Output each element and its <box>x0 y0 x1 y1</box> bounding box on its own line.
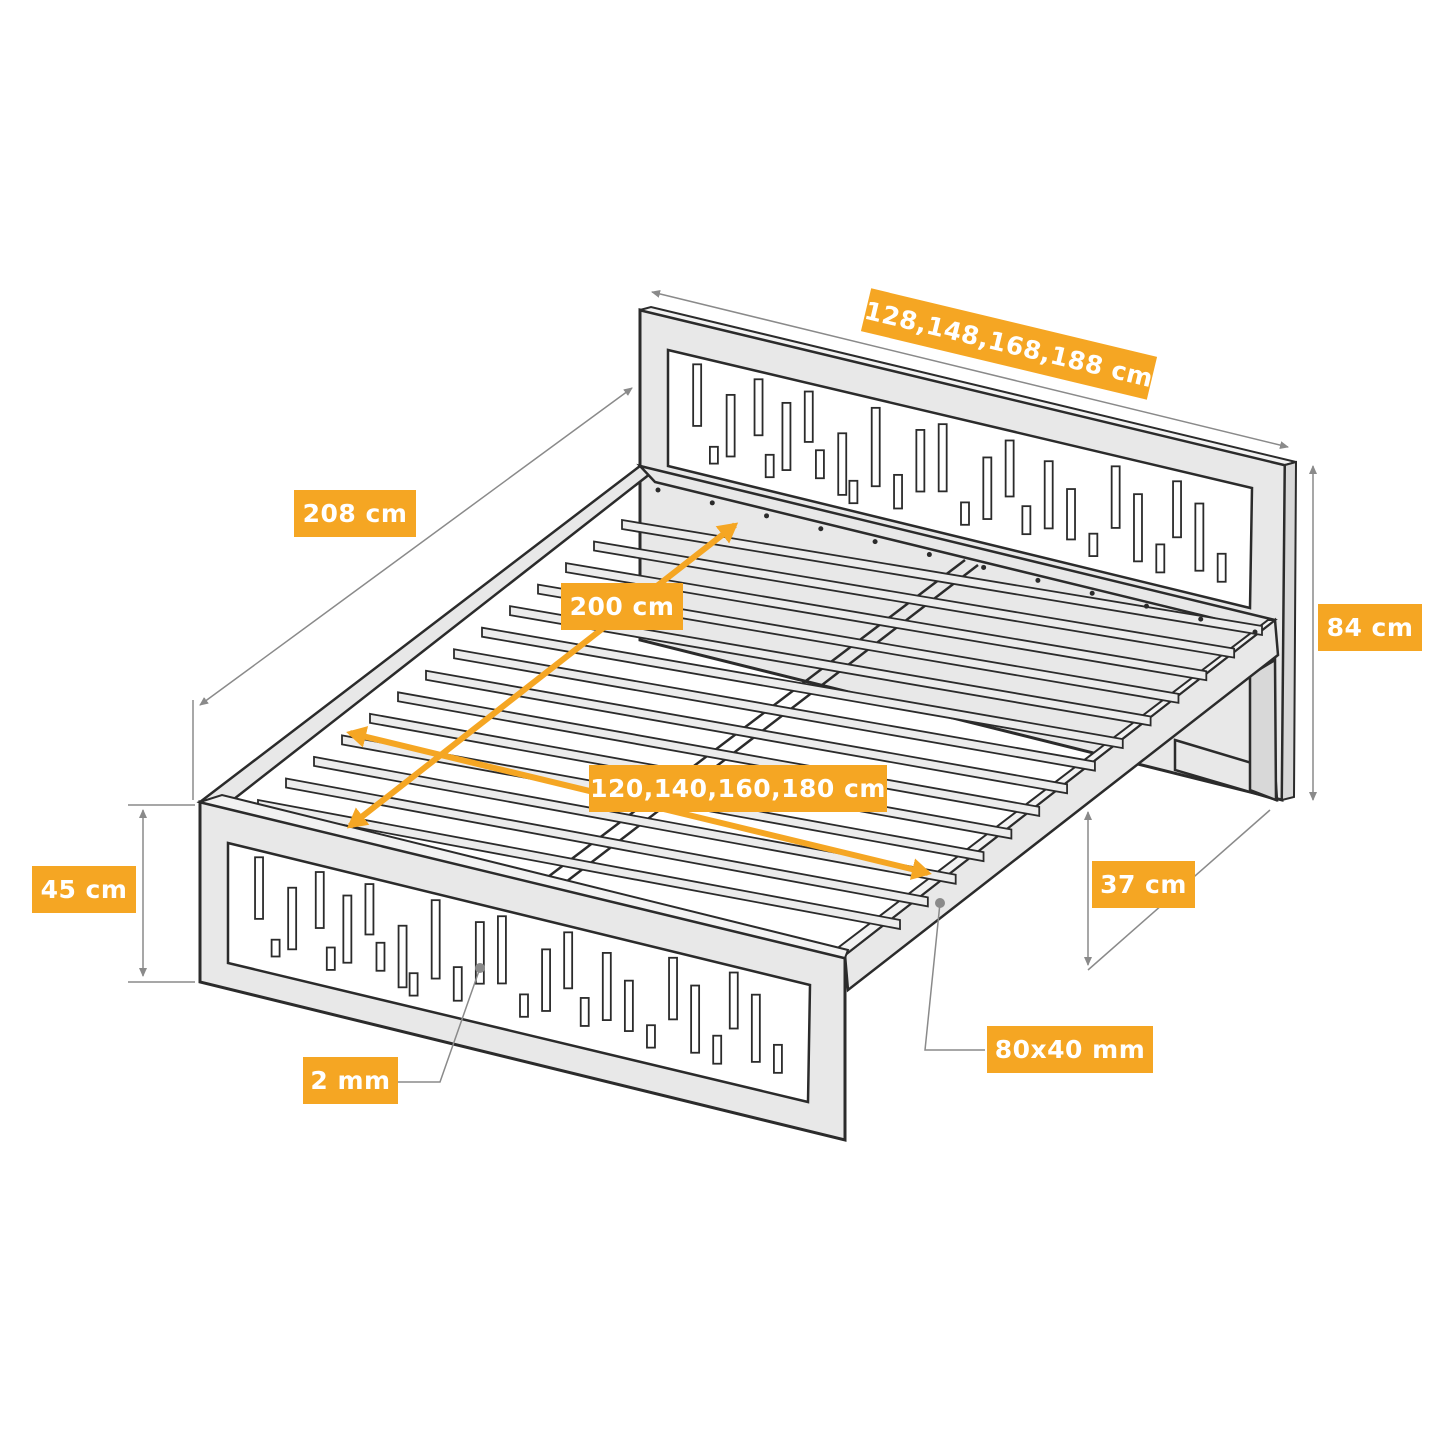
cutout-slot <box>325 946 336 971</box>
cutout-slot <box>837 432 848 496</box>
cutout-slot <box>728 971 739 1030</box>
rail-hole <box>1252 629 1258 635</box>
cutout-slot <box>623 979 634 1032</box>
cutout-slot <box>725 393 736 458</box>
total-length-label: 208 cm <box>294 490 416 537</box>
cutout-slot <box>541 948 551 1012</box>
cutout-slot <box>287 886 298 951</box>
cutout-slot <box>982 456 993 520</box>
cutout-slot <box>563 931 574 990</box>
cutout-slot <box>1043 460 1054 530</box>
cutout-slot <box>764 453 775 479</box>
right-support <box>1173 657 1279 802</box>
headboard-side-edge <box>1280 460 1298 802</box>
cutout-slot <box>937 423 948 493</box>
cutout-slot <box>497 915 507 985</box>
cutout-slot <box>915 429 926 493</box>
cutout-slot <box>848 479 859 505</box>
rail-hole <box>1035 577 1041 583</box>
cutout-slot <box>342 894 353 964</box>
inner-width-label: 120,140,160,180 cm <box>589 765 887 812</box>
cutout-slot <box>750 993 761 1063</box>
rail-hole <box>764 513 770 519</box>
clearance-height-label: 37 cm <box>1092 861 1195 908</box>
cutout-slot <box>1004 439 1015 498</box>
sheet-thickness-label: 2 mm <box>303 1057 398 1104</box>
profile-size-dot <box>935 898 945 908</box>
cutout-slot <box>397 924 408 989</box>
cutout-slot <box>753 378 764 437</box>
rail-holes <box>655 487 1258 635</box>
cutout-slot <box>1021 505 1032 536</box>
cutout-slot <box>1066 488 1076 541</box>
rail-hole <box>1198 616 1204 622</box>
cutout-slot <box>601 952 612 1022</box>
rail-hole <box>981 564 987 570</box>
rail-hole <box>1089 590 1095 596</box>
cutout-slot <box>375 941 386 972</box>
cutout-slot <box>1133 493 1143 563</box>
rail-hole <box>926 552 932 558</box>
cutout-slot <box>1194 502 1205 572</box>
cutout-slot <box>646 1024 656 1049</box>
cutout-slot <box>430 899 441 980</box>
headboard-height-label: 84 cm <box>1318 604 1422 651</box>
cutout-slot <box>709 445 719 465</box>
cutout-slot <box>1155 543 1166 574</box>
cutout-slot <box>1110 465 1121 529</box>
cutout-slot <box>803 390 814 443</box>
cutout-slot <box>579 997 590 1027</box>
cutout-slot <box>690 984 701 1054</box>
cutout-slot <box>773 1043 783 1074</box>
cutout-slot <box>781 401 792 471</box>
dimension-lines <box>128 290 1317 1083</box>
footboard-cutouts <box>254 856 783 1074</box>
sheet-thickness-dot <box>475 963 485 973</box>
cutout-slot <box>364 883 375 936</box>
cutout-slot <box>270 938 281 958</box>
cutout-slot <box>870 406 881 488</box>
cutout-slot <box>452 966 463 1002</box>
sheet-thickness-leader <box>398 967 481 1083</box>
cutout-slot <box>1216 552 1227 583</box>
right-leg-inner <box>1248 657 1278 802</box>
cutout-slot <box>893 473 903 510</box>
cutout-slot <box>960 501 970 526</box>
cutout-slot <box>474 921 485 985</box>
cutout-slot <box>1088 532 1099 557</box>
headboard-width-dimension <box>651 290 1289 449</box>
rail-hole <box>1143 603 1149 609</box>
profile-size-leader <box>924 902 985 1051</box>
rail-hole <box>655 487 661 493</box>
cutout-slot <box>668 956 678 1021</box>
cutout-slot <box>314 871 325 929</box>
rail-hole <box>818 526 824 532</box>
cutout-slot <box>254 856 264 920</box>
cutout-slot <box>815 449 825 480</box>
cutout-slot <box>692 363 703 427</box>
rail-hole <box>709 500 715 506</box>
inner-length-label: 200 cm <box>561 583 683 630</box>
cutout-slot <box>408 972 419 997</box>
cutout-slot <box>1172 480 1182 539</box>
rail-hole <box>872 539 878 545</box>
footboard-height-label: 45 cm <box>32 866 136 913</box>
cutout-slot <box>712 1034 723 1065</box>
profile-size-label: 80x40 mm <box>987 1026 1153 1073</box>
cutout-slot <box>519 993 529 1018</box>
